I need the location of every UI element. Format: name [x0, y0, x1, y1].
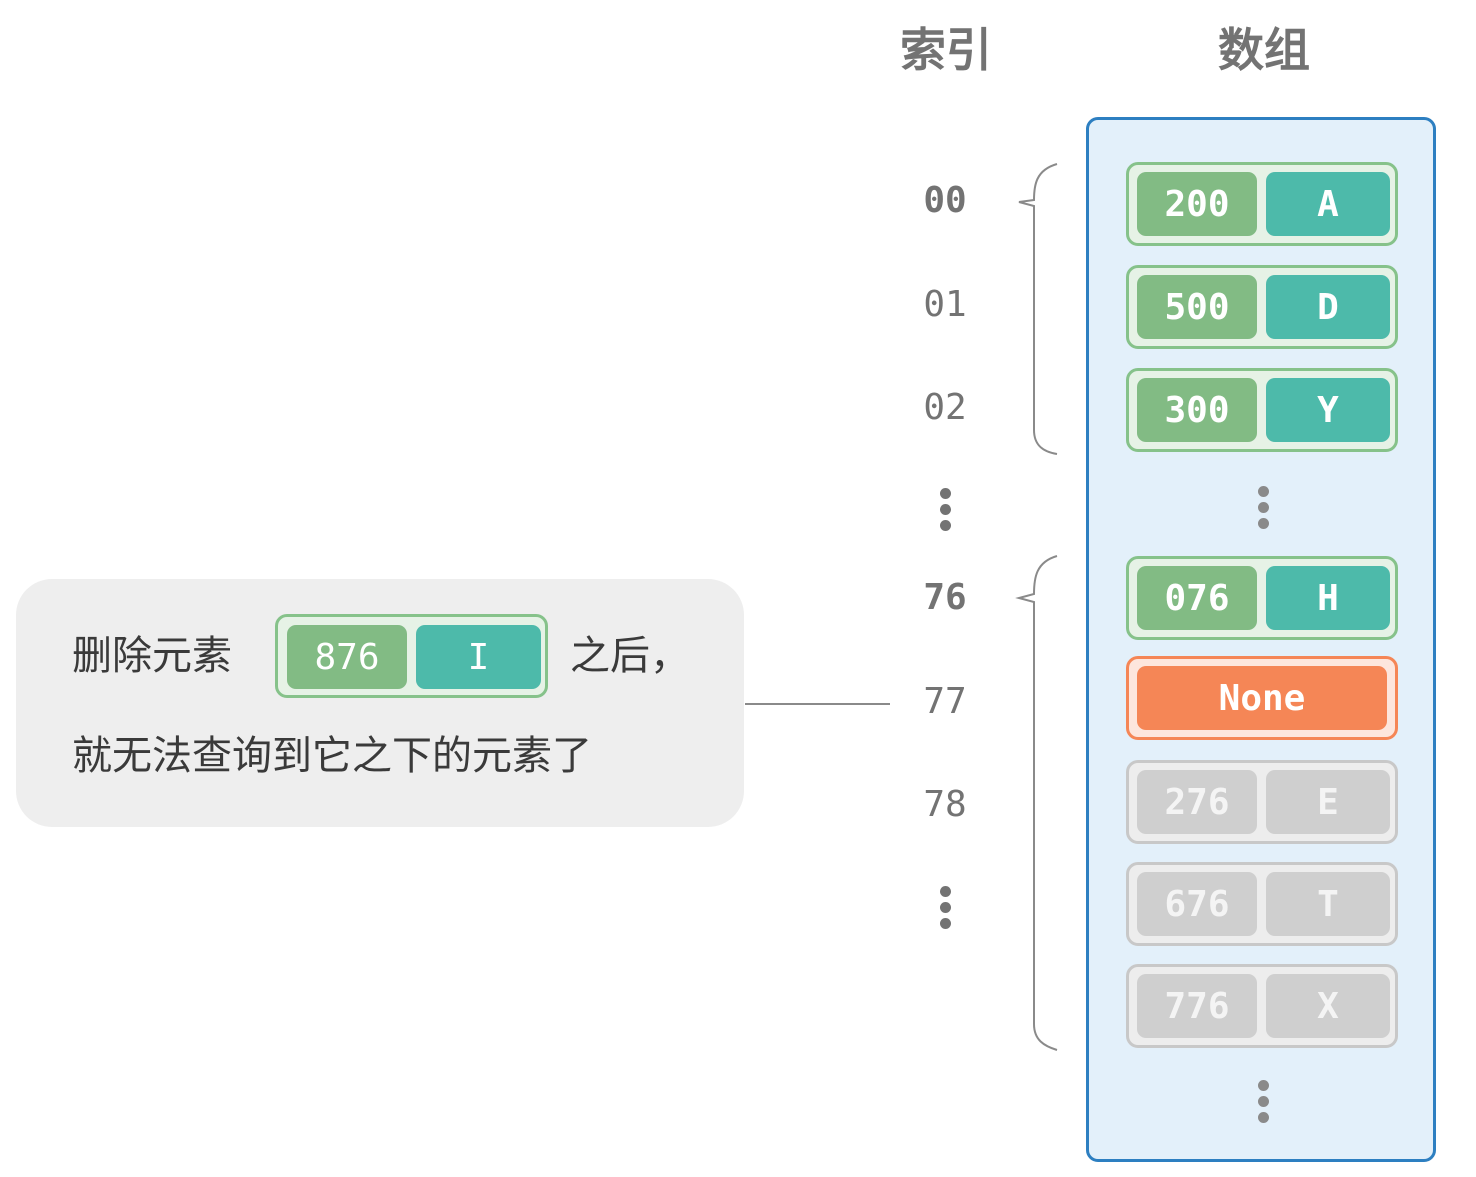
bucket-cell: 200 A: [1126, 162, 1398, 246]
index-label-76: 76: [923, 577, 967, 618]
note-suffix: 之后，: [570, 633, 690, 679]
note-line2: 就无法查询到它之下的元素了: [72, 733, 592, 779]
bucket-cell: 300 Y: [1126, 368, 1398, 452]
cell-key: 676: [1137, 872, 1257, 936]
cell-key: 276: [1137, 770, 1257, 834]
none-value: None: [1137, 666, 1387, 730]
index-label-02: 02: [923, 387, 967, 428]
cell-value: H: [1266, 566, 1390, 630]
cell-key: 500: [1137, 275, 1257, 339]
deleted-element-chip: 876 I: [275, 614, 548, 698]
index-header: 索引: [900, 23, 992, 77]
cell-value: E: [1266, 770, 1390, 834]
cell-key: 300: [1137, 378, 1257, 442]
bucket-cell: 076 H: [1126, 556, 1398, 640]
cell-value: A: [1266, 172, 1390, 236]
array-ellipsis-icon: [1257, 1080, 1269, 1128]
brace-icon: [1018, 163, 1058, 455]
deleted-cell: None: [1126, 656, 1398, 740]
index-label-01: 01: [923, 284, 967, 325]
index-ellipsis-icon: [939, 886, 951, 934]
unreachable-cell: 776 X: [1126, 964, 1398, 1048]
unreachable-cell: 676 T: [1126, 862, 1398, 946]
cell-value: D: [1266, 275, 1390, 339]
index-ellipsis-icon: [939, 488, 951, 536]
chip-value: I: [416, 625, 541, 689]
cell-key: 076: [1137, 566, 1257, 630]
unreachable-cell: 276 E: [1126, 760, 1398, 844]
note-prefix: 删除元素: [72, 633, 232, 679]
chip-key: 876: [287, 625, 407, 689]
bucket-cell: 500 D: [1126, 265, 1398, 349]
array-header: 数组: [1218, 23, 1310, 77]
index-label-77: 77: [923, 681, 967, 722]
brace-icon: [1015, 555, 1058, 1051]
cell-value: X: [1266, 974, 1390, 1038]
cell-key: 776: [1137, 974, 1257, 1038]
index-label-78: 78: [923, 784, 967, 825]
cell-value: Y: [1266, 378, 1390, 442]
cell-value: T: [1266, 872, 1390, 936]
array-ellipsis-icon: [1257, 486, 1269, 534]
index-label-00: 00: [923, 180, 967, 221]
cell-key: 200: [1137, 172, 1257, 236]
